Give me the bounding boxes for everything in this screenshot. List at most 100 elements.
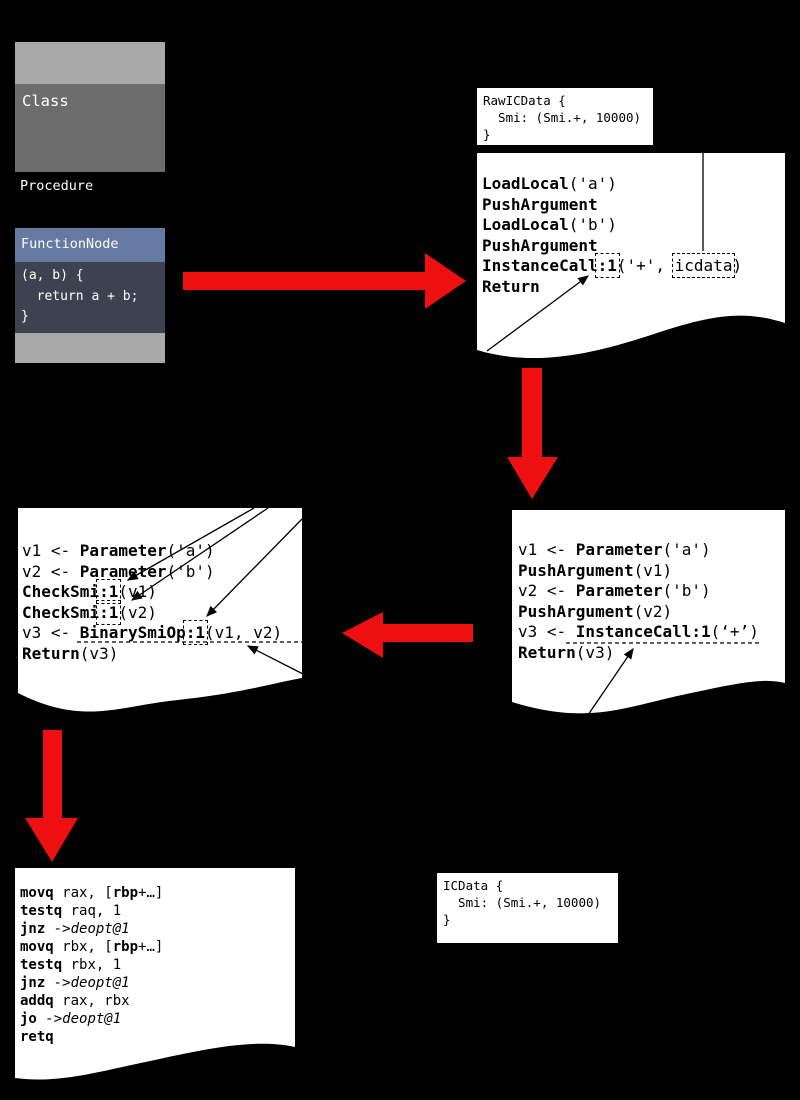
code-line: Return(v3): [518, 643, 759, 664]
code-segment: rbx, [: [53, 939, 113, 955]
code-line: Return: [482, 277, 742, 298]
code-line: v1 <- Parameter('a'): [518, 540, 759, 561]
code-segment: jnz: [20, 921, 46, 937]
code-segment: v3 <-: [518, 622, 576, 642]
flow-arrow-ast-to-bytecode: [183, 253, 466, 309]
code-segment: ('a'): [166, 541, 215, 560]
unoptimized-il-paper: [512, 510, 785, 714]
code-segment: ('b'): [662, 581, 711, 601]
dashed-highlight: :1: [96, 579, 122, 605]
code-segment: [45, 975, 53, 991]
code-segment: movq: [20, 885, 54, 901]
code-segment: Smi: (Smi.+, 10000): [483, 110, 642, 125]
code-line: Return(v3): [22, 644, 282, 665]
code-segment: v1 <-: [518, 540, 576, 559]
code-segment: ): [732, 256, 743, 276]
code-segment: ICData {: [443, 878, 504, 893]
code-line: }: [443, 911, 618, 928]
code-segment: PushArgument: [518, 601, 634, 621]
code-line: jnz ->deopt@1: [20, 920, 163, 938]
function-node-header: FunctionNode: [15, 228, 165, 262]
code-segment: ('b'): [166, 561, 215, 581]
code-line: (a, b) {: [21, 266, 165, 287]
code-segment: RawICData {: [483, 93, 566, 108]
code-segment: return a + b;: [21, 288, 139, 304]
code-segment: (v1): [118, 582, 157, 602]
code-segment: v2 <-: [518, 581, 576, 601]
code-line: v1 <- Parameter('a'): [22, 541, 282, 562]
code-line: jo ->deopt@1: [20, 1010, 163, 1028]
code-segment: PushArgument: [482, 235, 598, 255]
code-line: movq rax, [rbp+…]: [20, 884, 163, 902]
code-line: CheckSmi:1(v1): [22, 579, 282, 605]
code-line: Smi: (Smi.+, 10000): [443, 894, 618, 911]
unoptimized-il-listing: v1 <- Parameter('a')PushArgument(v1)v2 <…: [518, 540, 759, 664]
dashed-highlight: icdata: [671, 253, 736, 279]
code-segment: +…]: [138, 939, 164, 955]
icdata-box: ICData { Smi: (Smi.+, 10000)}: [437, 873, 618, 943]
code-segment: PushArgument: [518, 560, 634, 580]
code-segment: Smi: (Smi.+, 10000): [443, 895, 602, 910]
code-segment: rbx, 1: [62, 957, 122, 973]
code-segment: testq: [20, 957, 63, 973]
code-segment: InstanceCall: [482, 256, 598, 276]
code-segment: Return: [518, 642, 576, 662]
code-segment: ('a'): [568, 174, 617, 193]
class-label: Class: [22, 92, 69, 110]
code-segment: retq: [20, 1029, 54, 1045]
code-line: testq raq, 1: [20, 902, 163, 920]
code-segment: rax, [: [53, 885, 113, 901]
code-segment: ->deopt@1: [53, 921, 130, 937]
code-segment: (a, b) {: [21, 268, 84, 283]
code-segment: InstanceCall:1: [575, 622, 711, 642]
code-segment: v1 <-: [22, 541, 80, 560]
code-line: }: [483, 126, 653, 143]
code-segment: (v1, v2): [205, 623, 283, 643]
code-line: return a + b;: [21, 287, 165, 308]
code-line: PushArgument(v1): [518, 561, 759, 582]
code-segment: CheckSmi: [22, 582, 100, 602]
code-line: ICData {: [443, 877, 618, 894]
code-segment: ->deopt@1: [45, 1011, 122, 1027]
code-segment: Parameter: [79, 561, 167, 581]
code-segment: rbp: [112, 885, 139, 901]
code-segment: Return: [22, 643, 80, 663]
code-segment: BinarySmiOp: [79, 623, 186, 643]
code-line: PushArgument: [482, 236, 742, 257]
class-box: Class: [15, 84, 165, 172]
code-segment: v2 <-: [22, 561, 80, 581]
code-segment: testq: [20, 903, 63, 919]
code-segment: ->deopt@1: [53, 975, 130, 991]
code-line: }: [21, 307, 165, 328]
function-source-code: (a, b) { return a + b;}: [15, 262, 165, 333]
code-segment: (v3): [79, 643, 119, 663]
code-line: PushArgument: [482, 195, 742, 216]
code-segment: rax, rbx: [53, 993, 130, 1009]
code-line: LoadLocal('b'): [482, 215, 742, 236]
code-line: v3 <- InstanceCall:1(‘+’): [518, 622, 759, 643]
code-segment: jo: [20, 1011, 37, 1027]
code-line: addq rax, rbx: [20, 992, 163, 1010]
code-line: Smi: (Smi.+, 10000): [483, 109, 653, 126]
code-segment: }: [443, 912, 451, 927]
code-segment: (v1): [633, 560, 673, 580]
code-segment: [45, 921, 53, 937]
code-segment: LoadLocal: [482, 215, 569, 235]
code-segment: (‘+’): [710, 622, 759, 642]
code-segment: Parameter: [575, 540, 663, 559]
code-segment: LoadLocal: [482, 174, 569, 193]
code-line: movq rbx, [rbp+…]: [20, 938, 163, 956]
code-line: testq rbx, 1: [20, 956, 163, 974]
code-segment: addq: [20, 993, 54, 1009]
code-segment: jnz: [20, 975, 46, 991]
code-segment: }: [21, 309, 29, 324]
code-segment: Parameter: [79, 541, 167, 560]
code-line: v2 <- Parameter('b'): [518, 581, 759, 602]
code-segment: Parameter: [575, 581, 663, 601]
code-segment: ('+',: [616, 256, 675, 276]
code-line: InstanceCall:1('+', icdata): [482, 253, 743, 279]
flow-arrow-optimized-il-to-machine-code: [25, 730, 78, 862]
